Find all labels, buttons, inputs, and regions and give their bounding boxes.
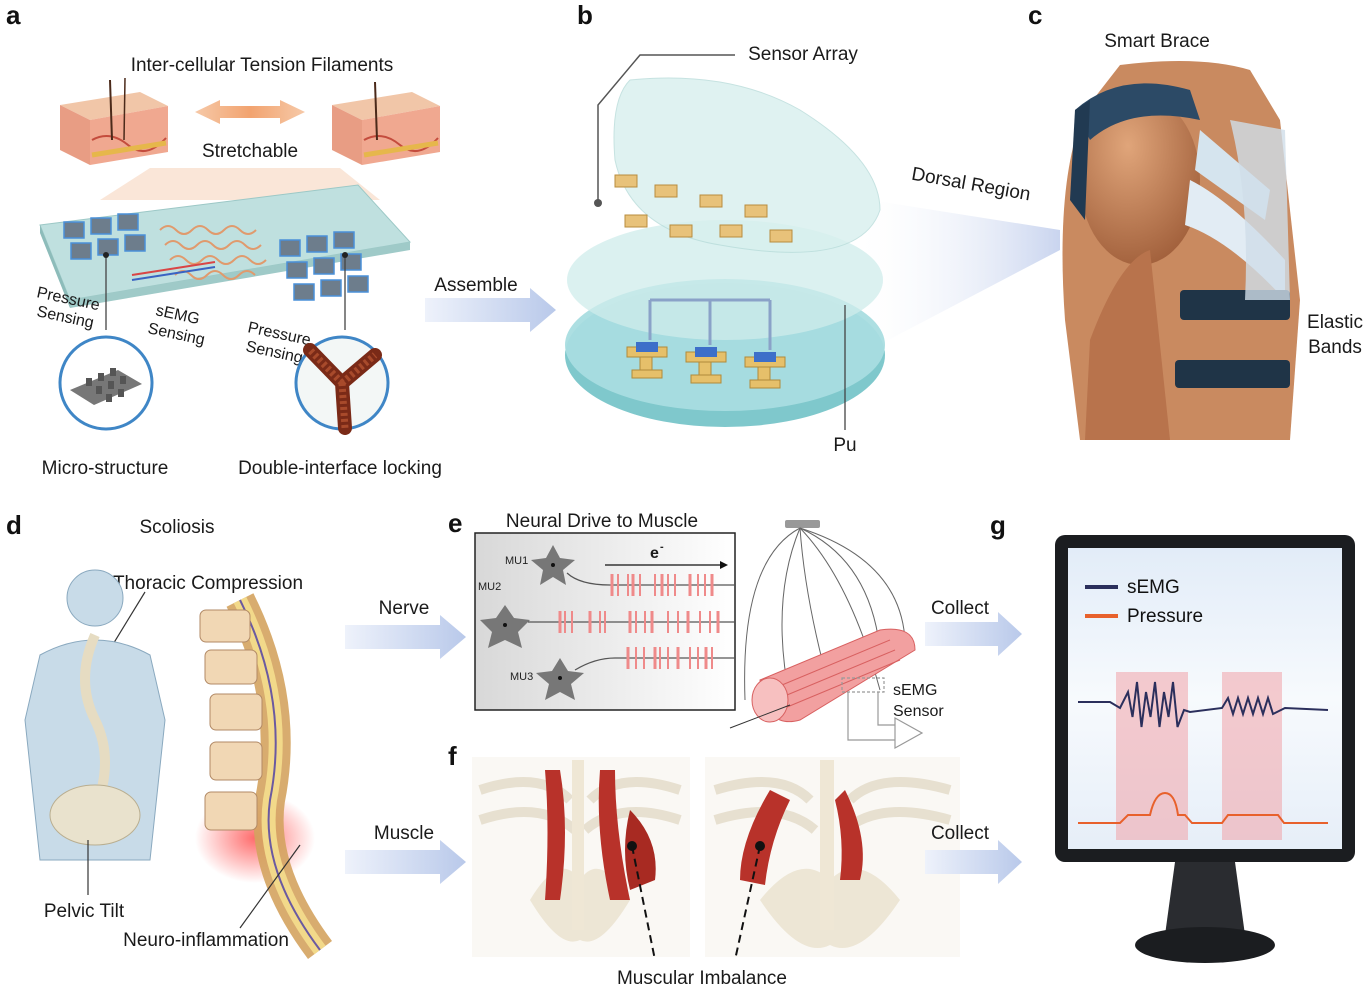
assemble-arrow-icon — [425, 288, 556, 332]
skin-block-right-icon — [332, 81, 440, 165]
smart-brace-label: Smart Brace — [1104, 31, 1210, 52]
amplifier-icon — [841, 677, 924, 750]
panel-b-label: b — [577, 0, 593, 30]
activity-window-2 — [1222, 672, 1282, 840]
pu-label: Pu — [833, 435, 856, 456]
panel-d-label: d — [6, 510, 22, 540]
legend-pressure-label: Pressure — [1127, 606, 1203, 627]
collect-arrow-top-icon — [925, 612, 1022, 656]
body-silhouette — [24, 569, 166, 861]
sensor-patch-board — [39, 184, 411, 308]
smart-brace-photo — [1062, 61, 1300, 440]
nerve-arrow-icon — [345, 615, 466, 659]
elastic-label-2: Bands — [1308, 337, 1362, 358]
spine-muscle-left — [472, 757, 690, 961]
panel-a-label: a — [6, 0, 21, 30]
collect-arrow-bottom-icon — [925, 840, 1022, 884]
panel-a: a Inter-cellular Tension Filaments Stret… — [6, 0, 556, 479]
electron-sup-label: - — [660, 541, 664, 553]
stretchable-label: Stretchable — [202, 141, 298, 162]
scoliosis-label: Scoliosis — [140, 517, 215, 538]
muscle-arrow-icon — [345, 840, 466, 884]
nerve-label: Nerve — [379, 598, 430, 619]
collect-label-bottom: Collect — [931, 823, 990, 844]
panel-f-label: f — [448, 741, 457, 771]
pelvic-tilt-label: Pelvic Tilt — [44, 901, 125, 922]
muscular-imbalance-label: Muscular Imbalance — [617, 968, 787, 986]
semg-sensor-label-1: sEMG — [893, 682, 937, 699]
elastic-label-1: Elastic — [1307, 312, 1363, 333]
muscle-fiber-bundle — [729, 628, 916, 729]
micro-structure-icon — [58, 335, 154, 431]
panel-g: g sEMG Pressure — [990, 510, 1355, 963]
panel-e: e Neural Drive to Muscle MU1 MU2 MU3 e - — [448, 508, 1022, 750]
mu2-label: MU2 — [478, 581, 501, 593]
dorsal-region-label: Dorsal Region — [910, 164, 1032, 206]
skin-block-left-icon — [60, 77, 168, 165]
neuro-inflammation-label: Neuro-inflammation — [123, 930, 289, 951]
spine-lateral — [199, 593, 333, 959]
spine-muscle-right — [705, 757, 960, 961]
mu3-label: MU3 — [510, 671, 533, 683]
electron-label: e — [650, 545, 659, 562]
bottom-electrodes — [626, 298, 786, 389]
sensor-array-label: Sensor Array — [748, 44, 858, 65]
neural-drive-title: Neural Drive to Muscle — [506, 511, 698, 532]
panel-e-label: e — [448, 508, 462, 538]
panel-c-label: c — [1028, 0, 1042, 30]
pressure-trace — [1078, 791, 1328, 824]
panel-b: b Sensor Array Dorsal Region — [565, 0, 1060, 456]
muscle-label: Muscle — [374, 823, 434, 844]
dorsal-beam — [850, 200, 1060, 360]
micro-structure-label: Micro-structure — [42, 458, 169, 479]
collect-label-top: Collect — [931, 598, 990, 619]
semg-trace — [1078, 681, 1329, 728]
top-layer — [613, 77, 881, 253]
double-interface-label: Double-interface locking — [238, 458, 442, 479]
tension-filaments-title: Inter-cellular Tension Filaments — [131, 55, 394, 76]
double-interface-icon — [294, 335, 390, 435]
thoracic-label: Thoracic Compression — [113, 573, 303, 594]
spike-trains — [558, 574, 720, 669]
assemble-label: Assemble — [434, 275, 517, 296]
stretch-arrow-icon — [195, 100, 305, 124]
panel-d: d Scoliosis Thoracic Compression Pelvic … — [6, 510, 466, 959]
mu1-label: MU1 — [505, 555, 528, 567]
panel-f: f Muscu — [448, 741, 1022, 986]
legend-semg-label: sEMG — [1127, 577, 1180, 598]
monitor-icon — [1055, 535, 1355, 963]
panel-c: c Smart Brace Elastic Bands — [1028, 0, 1363, 440]
panel-g-label: g — [990, 510, 1006, 540]
electrode-fan — [744, 520, 906, 701]
top-electrodes — [614, 174, 793, 243]
semg-sensor-label-2: Sensor — [893, 703, 944, 720]
